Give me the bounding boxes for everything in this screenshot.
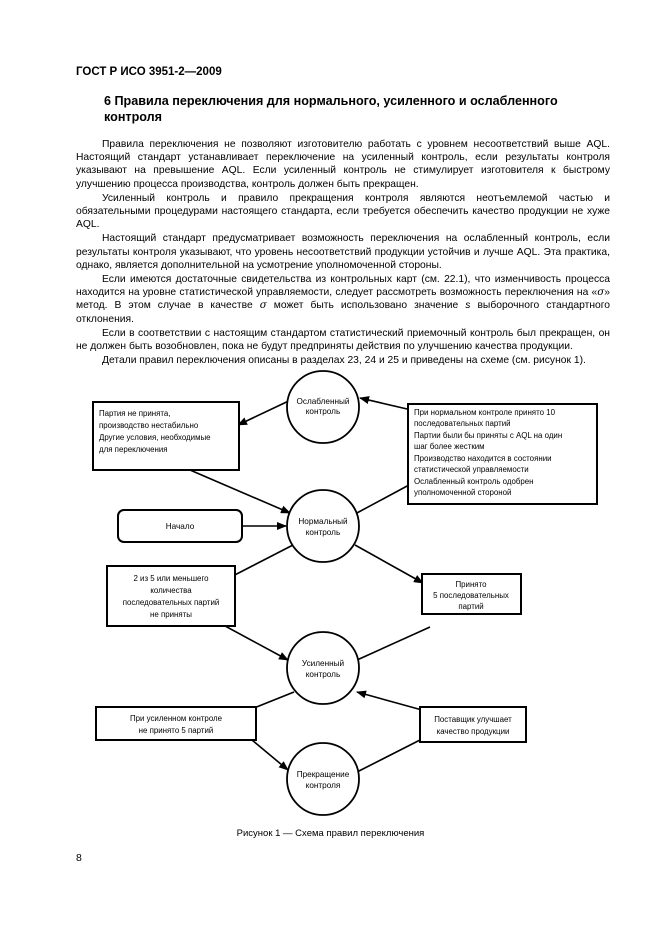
arrow-reduced-to-box	[237, 397, 296, 426]
reduced-label-line1: Ослабленный	[297, 397, 350, 406]
box-td-line1: При усиленном контроле	[130, 714, 223, 723]
box-normal-to-reduced	[407, 403, 598, 505]
tightened-inspection-circle	[286, 631, 360, 705]
box-tightened-to-discontinue	[95, 706, 257, 741]
section-title-line2: контроля	[104, 110, 163, 124]
discontinue-inspection-circle	[286, 742, 360, 816]
box-nt-line2: количества	[150, 586, 192, 595]
box-nr-line2: последовательных партий	[414, 419, 511, 428]
normal-inspection-circle	[286, 489, 360, 563]
paragraph-1: Правила переключения не позволяют изгото…	[76, 139, 610, 190]
paragraph-4: Если имеются достаточные свидетельства и…	[76, 273, 610, 326]
arrow-box-to-normal	[189, 469, 291, 514]
arrow-normal-to-box-tightened	[224, 544, 294, 581]
standard-code-header: ГОСТ Р ИСО 3951-2—2009	[76, 66, 222, 78]
box-nr-line6: статистической управляемости	[414, 465, 529, 474]
paragraph-3: Настоящий стандарт предусматривает возмо…	[76, 233, 610, 271]
reduced-inspection-circle	[286, 370, 360, 444]
box-rn-line3: Другие условия, необходимые	[99, 433, 211, 442]
box-nr-line7: Ослабленный контроль одобрен	[414, 477, 534, 486]
arrow-discontinue-to-box	[356, 739, 421, 773]
section-title-line1: 6 Правила переключения для нормального, …	[104, 94, 558, 108]
paragraph-4-part-b: » метод. В этом случае в качестве	[76, 287, 610, 312]
paragraph-5: Если в соответствии с настоящим стандарт…	[76, 327, 610, 353]
reduced-label-line2: контроль	[306, 407, 340, 416]
paragraph-4-part-d: выборочного стандартного отклонения.	[76, 300, 611, 325]
paragraph-2: Усиленный контроль и правило прекращения…	[76, 192, 610, 231]
sigma-symbol: σ	[259, 299, 267, 312]
box-tightened-to-normal	[421, 573, 522, 615]
box-normal-to-tightened	[106, 565, 236, 627]
section-title: 6 Правила переключения для нормального, …	[104, 93, 604, 125]
box-rn-line4: для переключения	[99, 445, 168, 454]
normal-label-line2: контроль	[306, 528, 340, 537]
tightened-label-line2: контроль	[306, 670, 340, 679]
box-rn-line2: производство нестабильно	[99, 421, 199, 430]
start-box	[117, 509, 243, 543]
box-nt-line1: 2 из 5 или меньшего	[133, 574, 209, 583]
paragraph-4-part-c: может быть использовано значение	[266, 300, 466, 312]
paragraph-4-part-a: Если имеются достаточные свидетельства и…	[76, 274, 610, 299]
normal-label-line1: Нормальный	[298, 517, 347, 526]
arrow-normal-to-box-return	[354, 544, 424, 584]
sigma-symbol: σ	[597, 286, 605, 299]
box-rn-line1: Партия не принята,	[99, 409, 171, 418]
box-tn-line3: партий	[458, 602, 483, 611]
discontinue-label-line2: контроля	[306, 781, 341, 790]
arrow-box-to-discontinue	[251, 739, 289, 771]
arrow-box-to-tightened-return	[356, 690, 423, 711]
box-nr-line5: Производство находится в состоянии	[414, 454, 552, 463]
box-nt-line4: не приняты	[150, 610, 192, 619]
box-nr-line8: уполномоченной стороной	[414, 488, 511, 497]
box-dt-line2: качество продукции	[437, 727, 510, 736]
box-tn-line1: Принято	[455, 580, 487, 589]
arrow-tightened-to-discontinue-box	[253, 691, 295, 709]
box-nt-line3: последовательных партий	[123, 598, 220, 607]
box-nr-line1: При нормальном контроле принято 10	[414, 408, 556, 417]
box-nr-line4: шаг более жестким	[414, 442, 485, 451]
s-symbol: s	[465, 300, 471, 312]
box-dt-line1: Поставщик улучшает	[434, 715, 512, 724]
box-nr-line3: Партии были бы приняты с AQL на один	[414, 431, 562, 440]
discontinue-label-line1: Прекращение	[297, 770, 350, 779]
box-td-line2: не принято 5 партий	[139, 726, 214, 735]
arrow-box-to-normal-return	[356, 626, 431, 661]
paragraph-6: Детали правил переключения описаны в раз…	[102, 355, 586, 367]
start-label: Начало	[166, 522, 195, 531]
figure-caption: Рисунок 1 — Схема правил переключения	[236, 828, 425, 839]
body-text: Правила переключения не позволяют изгото…	[76, 138, 610, 368]
tightened-label-line1: Усиленный	[302, 659, 344, 668]
box-reduced-to-normal	[92, 401, 240, 471]
page-number: 8	[76, 852, 82, 864]
box-tn-line2: 5 последовательных	[433, 591, 509, 600]
box-discontinue-to-tightened	[419, 706, 527, 743]
